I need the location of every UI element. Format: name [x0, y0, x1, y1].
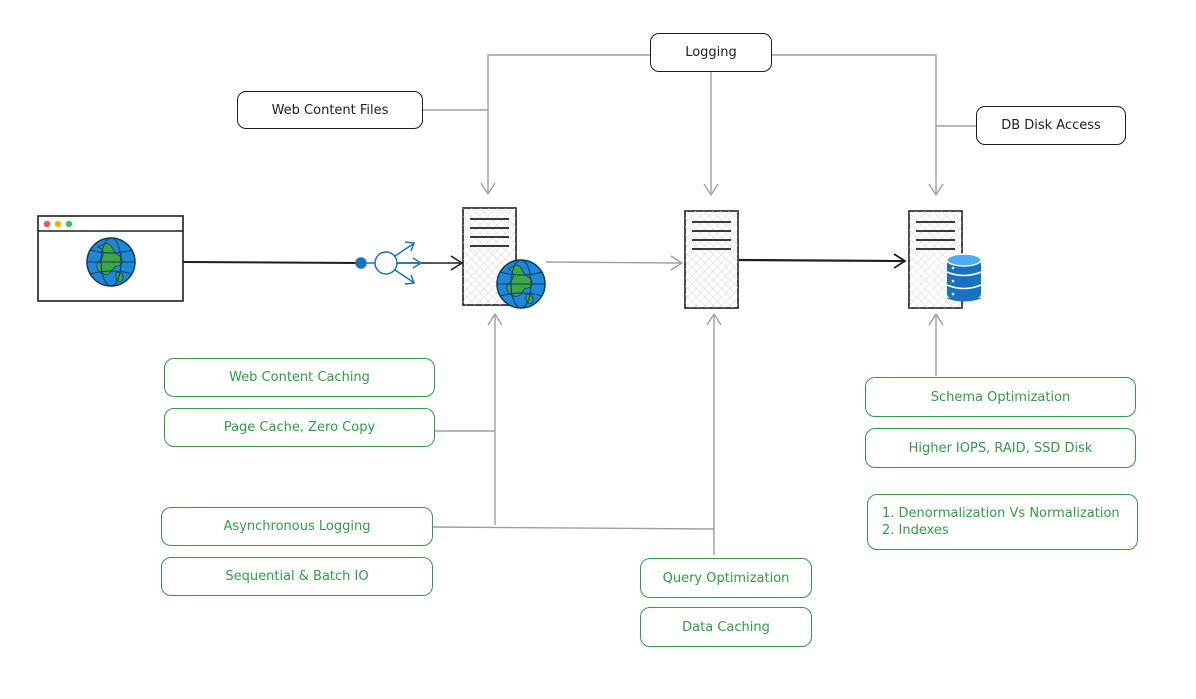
higher-iops-label: Higher IOPS, RAID, SSD Disk	[908, 440, 1093, 456]
data-caching-label: Data Caching	[682, 619, 770, 635]
logging-box: Logging	[650, 33, 772, 72]
sequential-batch-io-note: Sequential & Batch IO	[161, 557, 433, 596]
logging-to-web-server-arrowhead	[480, 182, 496, 196]
indexes-label: 2. Indexes	[882, 523, 949, 538]
logging-to-web-server-line	[487, 54, 650, 192]
query-optimization-label: Query Optimization	[662, 570, 790, 586]
page-cache-zero-copy-label: Page Cache, Zero Copy	[223, 420, 376, 435]
data-caching-note: Data Caching	[640, 607, 812, 647]
sequential-batch-io-label: Sequential & Batch IO	[225, 569, 369, 584]
logging-connectors	[423, 54, 976, 197]
db-server-icon	[908, 210, 982, 309]
web-content-caching-label: Web Content Caching	[229, 370, 370, 385]
db-disk-access-label: DB Disk Access	[1001, 118, 1101, 133]
query-optimization-note: Query Optimization	[640, 558, 812, 598]
web-to-app-arrow	[545, 255, 684, 271]
globe-icon	[86, 237, 136, 287]
app-server-icon	[684, 210, 739, 309]
logging-to-db-server-line	[772, 54, 937, 193]
web-content-caching-note: Web Content Caching	[164, 358, 435, 397]
logging-to-app-server-arrowhead	[703, 183, 719, 197]
load-balancer-icon	[355, 241, 423, 285]
higher-iops-note: Higher IOPS, RAID, SSD Disk	[865, 428, 1136, 468]
web-content-files-label: Web Content Files	[271, 102, 389, 118]
page-cache-zero-copy-note: Page Cache, Zero Copy	[164, 408, 435, 447]
browser-window-icon	[37, 215, 184, 302]
logging-label: Logging	[685, 45, 737, 60]
web-server-icon	[462, 207, 546, 309]
app-notes-to-app-server-arrowhead	[706, 312, 722, 326]
asynchronous-logging-note: Asynchronous Logging	[161, 507, 433, 546]
app-to-db-arrow	[738, 253, 907, 269]
globe-icon	[496, 259, 546, 309]
database-icon	[946, 253, 982, 302]
web-notes-to-web-server-arrowhead	[487, 312, 503, 326]
denormalization-label: 1. Denormalization Vs Normalization	[882, 506, 1120, 521]
denormalization-indexes-note: 1. Denormalization Vs Normalization 2. I…	[867, 494, 1138, 550]
asynchronous-logging-label: Asynchronous Logging	[223, 519, 371, 534]
schema-optimization-note: Schema Optimization	[865, 377, 1136, 417]
async-logging-connector	[432, 526, 715, 530]
note-connectors	[432, 312, 944, 555]
db-disk-access-box: DB Disk Access	[976, 106, 1126, 145]
web-content-files-box: Web Content Files	[237, 91, 423, 129]
db-notes-to-db-server-arrowhead	[928, 312, 944, 326]
logging-to-db-server-arrowhead	[928, 183, 944, 197]
schema-optimization-label: Schema Optimization	[930, 389, 1071, 405]
